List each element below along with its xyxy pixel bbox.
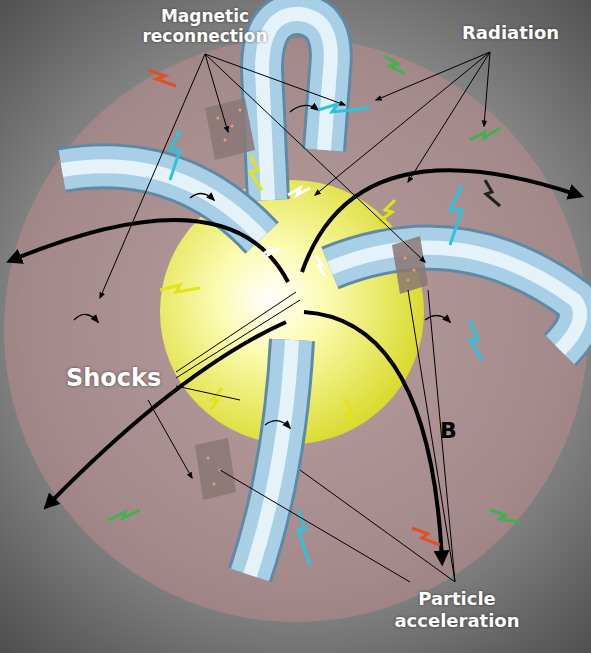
shock-particles xyxy=(207,109,416,486)
leader-lines xyxy=(100,52,490,582)
acceleration-label: Particle acceleration xyxy=(384,588,530,631)
field-label: B xyxy=(440,418,466,444)
sheet-bottom xyxy=(250,340,292,575)
field-lines xyxy=(12,170,578,560)
nebula-sphere xyxy=(4,38,588,622)
radiation-label: Radiation xyxy=(462,22,572,44)
shocks-label: Shocks xyxy=(66,364,178,393)
sheet-left xyxy=(62,166,262,238)
reconnection-label: Magnetic reconnection xyxy=(128,6,282,47)
radiation-bolts xyxy=(108,56,520,565)
shock-planes xyxy=(195,98,428,500)
current-sheets xyxy=(62,14,580,575)
sheet-top xyxy=(262,14,331,200)
